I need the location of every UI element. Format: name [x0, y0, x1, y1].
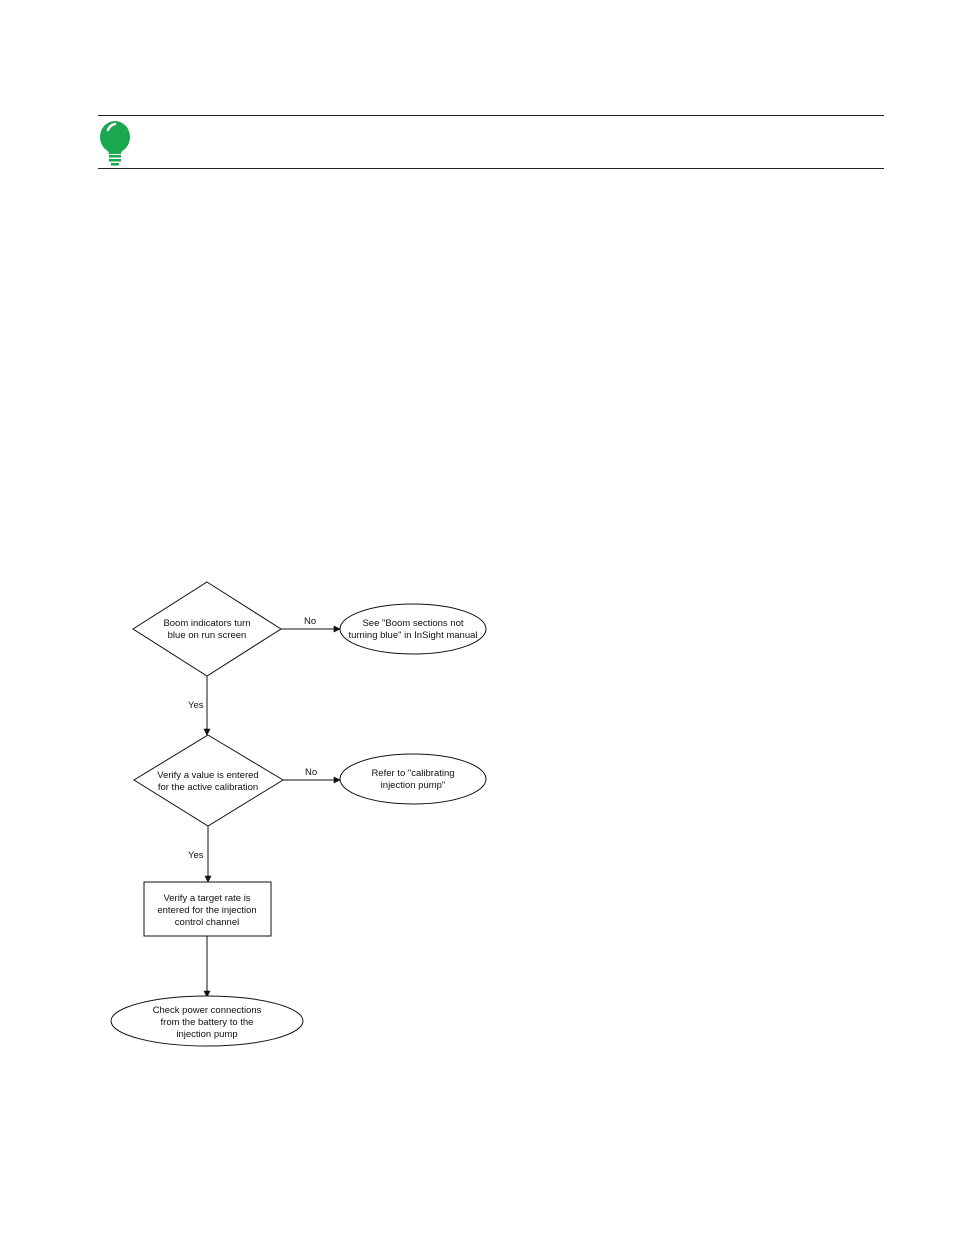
- lightbulb-icon: [100, 121, 130, 166]
- decision1-line2: blue on run screen: [168, 630, 247, 641]
- process1-line3: control channel: [175, 917, 239, 928]
- label-no-1: No: [304, 616, 316, 627]
- process1-line1: Verify a target rate is: [163, 893, 250, 904]
- outcome-boom-sections: [339, 603, 487, 655]
- outcome2-line2: injection pump": [381, 780, 446, 791]
- process-verify-target-rate: [143, 881, 272, 937]
- decision2-line2: for the active calibration: [158, 782, 258, 793]
- label-no-2: No: [305, 767, 317, 778]
- process1-line2: entered for the injection: [157, 905, 256, 916]
- terminal-check-power: [110, 995, 304, 1047]
- decision2-line1: Verify a value is entered: [157, 770, 258, 781]
- label-yes-1: Yes: [188, 700, 204, 711]
- terminal-line1: Check power connections: [153, 1005, 262, 1016]
- outcome-calibrating-pump: [339, 753, 487, 805]
- outcome2-line1: Refer to "calibrating: [371, 768, 454, 779]
- terminal-line3: injection pump: [176, 1029, 237, 1040]
- label-yes-2: Yes: [188, 850, 204, 861]
- outcome1-line2: turning blue" in InSight manual: [348, 630, 477, 641]
- outcome1-line1: See "Boom sections not: [362, 618, 463, 629]
- decision1-line1: Boom indicators turn: [163, 618, 250, 629]
- decision-boom-indicators: [132, 581, 282, 677]
- terminal-line2: from the battery to the: [161, 1017, 254, 1028]
- tip-box: [98, 115, 884, 169]
